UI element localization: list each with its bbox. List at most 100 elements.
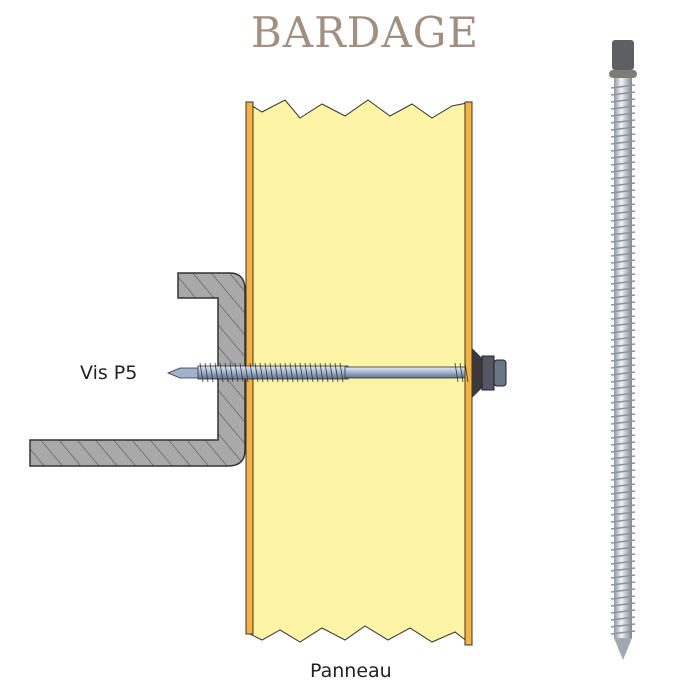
thread-mark <box>229 362 234 383</box>
thread-mark <box>299 362 304 383</box>
thread-mark <box>610 231 636 236</box>
thread-mark <box>610 154 636 159</box>
thread-mark <box>274 362 279 383</box>
thread-mark <box>610 182 636 187</box>
thread-mark <box>234 362 239 383</box>
thread-mark <box>610 560 636 565</box>
thread-mark <box>610 287 636 292</box>
thread-mark <box>610 469 636 474</box>
thread-mark <box>610 119 636 124</box>
thread-mark <box>209 362 214 383</box>
thread-mark <box>610 294 636 299</box>
thread-mark <box>610 280 636 285</box>
thread-mark <box>610 84 636 89</box>
thread-mark <box>610 574 636 579</box>
thread-mark <box>610 273 636 278</box>
thread-mark <box>610 462 636 467</box>
thread-mark <box>610 441 636 446</box>
screw-label: Vis P5 <box>80 362 138 384</box>
thread-mark <box>610 336 636 341</box>
thread-mark <box>610 406 636 411</box>
thread-mark <box>324 362 329 383</box>
thread-mark <box>610 315 636 320</box>
thread-mark <box>610 378 636 383</box>
thread-mark <box>610 413 636 418</box>
thread-mark <box>204 362 209 383</box>
thread-mark <box>610 329 636 334</box>
thread-mark <box>279 362 284 383</box>
thread-mark <box>610 196 636 201</box>
thread-mark <box>610 504 636 509</box>
thread-mark <box>610 490 636 495</box>
thread-mark <box>610 245 636 250</box>
thread-mark <box>610 189 636 194</box>
thread-mark <box>339 362 344 383</box>
thread-mark <box>610 175 636 180</box>
thread-mark <box>610 588 636 593</box>
thread-mark <box>610 343 636 348</box>
thread-mark <box>610 595 636 600</box>
thread-mark <box>249 362 254 383</box>
thread-mark <box>610 301 636 306</box>
diagram-title: BARDAGE <box>250 8 480 57</box>
thread-mark <box>610 609 636 614</box>
thread-mark <box>294 362 299 383</box>
thread-mark <box>610 539 636 544</box>
thread-mark <box>610 434 636 439</box>
thread-mark <box>610 105 636 110</box>
thread-mark <box>610 455 636 460</box>
thread-mark <box>610 350 636 355</box>
thread-mark <box>610 133 636 138</box>
thread-mark <box>610 259 636 264</box>
thread-mark <box>610 371 636 376</box>
thread-mark <box>314 362 319 383</box>
thread-mark <box>610 357 636 362</box>
thread-mark <box>610 364 636 369</box>
thread-mark <box>610 427 636 432</box>
thread-mark <box>610 112 636 117</box>
thread-mark <box>254 362 259 383</box>
thread-mark <box>610 553 636 558</box>
thread-mark <box>610 98 636 103</box>
thread-mark <box>610 581 636 586</box>
thread-mark <box>610 546 636 551</box>
thread-mark <box>610 210 636 215</box>
thread-mark <box>610 224 636 229</box>
thread-mark <box>610 420 636 425</box>
panel-label: Panneau <box>310 660 392 682</box>
thread-mark <box>334 362 339 383</box>
thread-mark <box>610 616 636 621</box>
thread-mark <box>610 497 636 502</box>
thread-mark <box>610 168 636 173</box>
thread-mark <box>610 518 636 523</box>
thread-mark <box>219 362 224 383</box>
thread-mark <box>224 362 229 383</box>
thread-mark <box>610 483 636 488</box>
thread-mark <box>610 511 636 516</box>
thread-mark <box>610 308 636 313</box>
thread-mark <box>464 362 469 383</box>
thread-mark <box>610 203 636 208</box>
thread-mark <box>610 322 636 327</box>
thread-mark <box>610 392 636 397</box>
thread-mark <box>610 532 636 537</box>
thread-mark <box>610 126 636 131</box>
thread-mark <box>610 385 636 390</box>
thread-mark <box>610 476 636 481</box>
thread-mark <box>244 362 249 383</box>
thread-mark <box>610 630 636 635</box>
thread-mark <box>610 623 636 628</box>
thread-mark <box>610 217 636 222</box>
thread-mark <box>610 238 636 243</box>
thread-mark <box>329 362 334 383</box>
thread-mark <box>610 91 636 96</box>
thread-mark <box>319 362 324 383</box>
thread-mark <box>610 567 636 572</box>
thread-mark <box>610 252 636 257</box>
screw-product-photo <box>609 40 637 660</box>
thread-mark <box>610 147 636 152</box>
steel-bracket <box>29 272 246 467</box>
thread-mark <box>304 362 309 383</box>
